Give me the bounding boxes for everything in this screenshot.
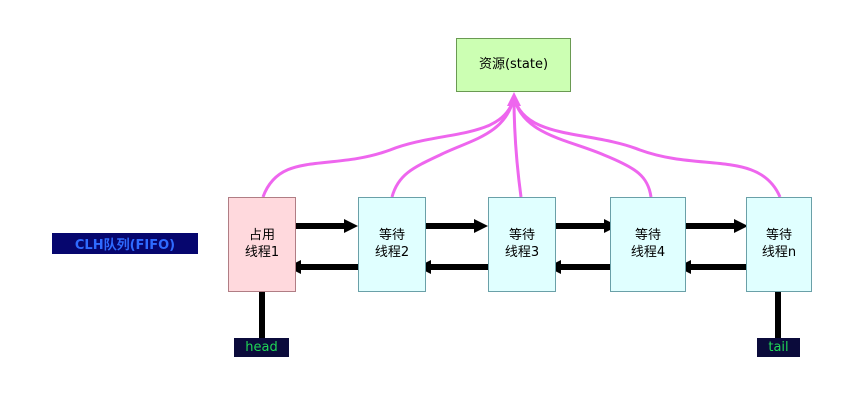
curve-to-thread-2 bbox=[390, 96, 516, 198]
resource-state-node: 资源(state) bbox=[456, 38, 571, 92]
arrowhead-1-to-2 bbox=[344, 219, 358, 233]
arrowhead-resource-in bbox=[507, 92, 521, 106]
holder-thread-1-node: 占用 线程1 bbox=[228, 197, 296, 292]
holder-thread-1-label: 占用 线程1 bbox=[244, 228, 280, 260]
tail-tag: tail bbox=[757, 338, 800, 357]
waiting-thread-n-node: 等待 线程n bbox=[746, 197, 812, 292]
arrowhead-2-to-3 bbox=[474, 219, 488, 233]
waiting-thread-3-node: 等待 线程3 bbox=[488, 197, 556, 292]
head-tag-label: head bbox=[245, 340, 278, 355]
waiting-thread-n-label: 等待 线程n bbox=[761, 228, 797, 260]
curve-to-thread-4 bbox=[512, 96, 653, 198]
waiting-thread-4-label: 等待 线程4 bbox=[630, 228, 666, 260]
resource-state-label: 资源(state) bbox=[478, 56, 549, 72]
tail-tag-label: tail bbox=[768, 340, 789, 355]
curve-to-thread-n bbox=[512, 96, 782, 198]
clh-queue-label: CLH队列(FIFO) bbox=[52, 233, 198, 254]
head-tag: head bbox=[234, 338, 289, 357]
curve-to-thread-3 bbox=[512, 96, 523, 198]
clh-queue-label-text: CLH队列(FIFO) bbox=[74, 238, 176, 253]
waiting-thread-2-node: 等待 线程2 bbox=[358, 197, 426, 292]
waiting-thread-3-label: 等待 线程3 bbox=[504, 228, 540, 260]
arrowhead-4-to-n bbox=[734, 219, 748, 233]
waiting-thread-2-label: 等待 线程2 bbox=[374, 228, 410, 260]
waiting-thread-4-node: 等待 线程4 bbox=[610, 197, 686, 292]
curve-to-thread-1 bbox=[261, 96, 516, 198]
